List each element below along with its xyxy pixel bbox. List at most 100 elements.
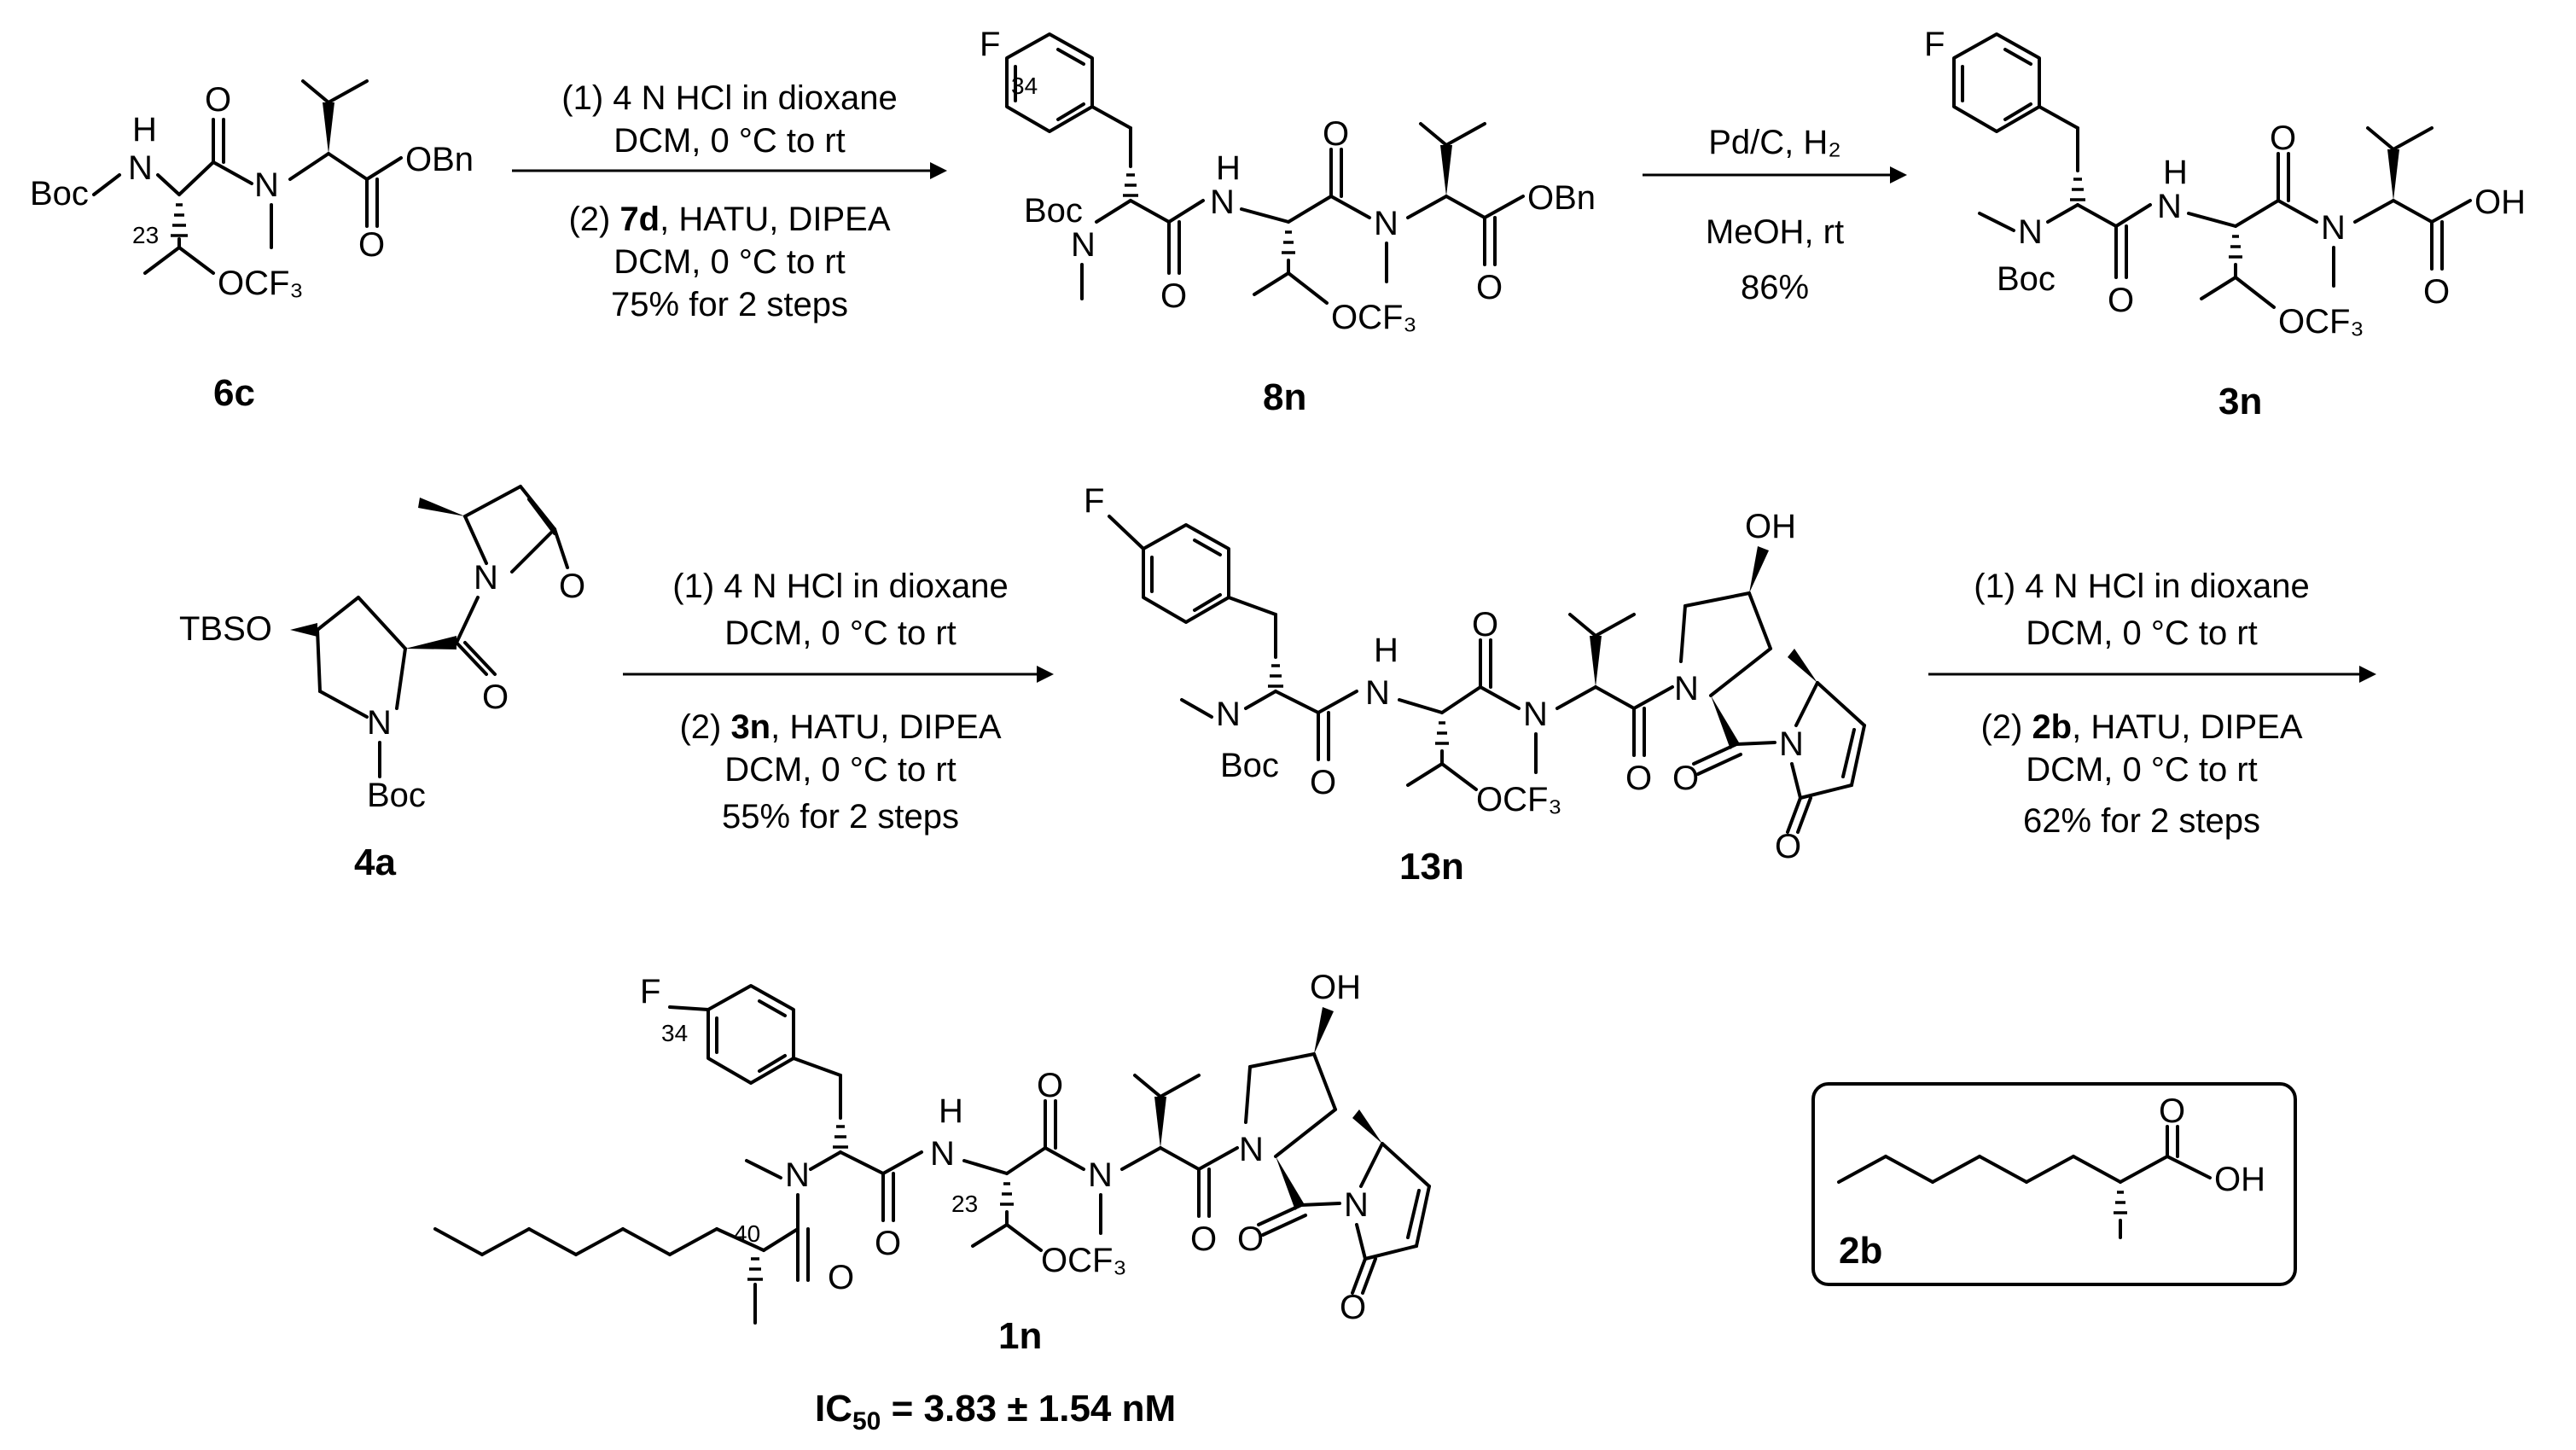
atom-oh-3n: OH	[2474, 183, 2526, 221]
reaction-arrow-2: Pd/C, H₂ MeOH, rt 86%	[1643, 124, 1907, 306]
atom-o-6c-2: O	[358, 226, 385, 264]
arrow-4-above-2: DCM, 0 °C to rt	[2026, 614, 2258, 652]
number-23-6c: 23	[132, 222, 159, 248]
atom-f-8n: F	[980, 26, 1000, 63]
structure-6c: Boc N H O N O OBn 23 OCF₃ 6c	[30, 79, 474, 414]
atom-n-13n-4: N	[1779, 725, 1804, 763]
atom-boc-13n: Boc	[1220, 747, 1279, 784]
arrow-3-above-2: DCM, 0 °C to rt	[724, 614, 957, 652]
atom-tbso-4a: TBSO	[179, 610, 272, 648]
atom-o-13n-1: O	[1310, 764, 1336, 801]
label-8n: 8n	[1263, 376, 1306, 418]
hash-8n-1	[1123, 173, 1138, 197]
atom-boc-4a: Boc	[367, 777, 426, 814]
ic50-value: IC50 = 3.83 ± 1.54 nM	[815, 1388, 1176, 1435]
arrow-4-below-2: DCM, 0 °C to rt	[2026, 751, 2258, 789]
atom-h-13n: H	[1374, 632, 1398, 669]
atom-h-1n: H	[939, 1092, 963, 1130]
atom-o-13n-2: O	[1472, 606, 1498, 643]
atom-n-13n-3: N	[1674, 670, 1699, 708]
atom-n-8n-2: N	[1374, 205, 1398, 242]
atom-boc-8n: Boc	[1024, 192, 1083, 230]
atom-oh-1n: OH	[1310, 969, 1361, 1006]
atom-nh-8n: N	[1210, 183, 1235, 221]
structure-2b-box: O OH 2b	[1811, 1082, 2297, 1286]
atom-o-3n-1: O	[2108, 282, 2134, 319]
atom-o-2b: O	[2159, 1092, 2185, 1130]
atom-o-13n-3: O	[1625, 760, 1652, 797]
arrow-2-below-1: MeOH, rt	[1706, 213, 1844, 251]
label-4a: 4a	[354, 841, 396, 883]
number-34-1n: 34	[661, 1020, 688, 1046]
number-23-1n: 23	[951, 1191, 978, 1217]
atom-h: H	[132, 111, 157, 148]
atom-obn-6c: OBn	[405, 141, 474, 178]
reaction-arrow-4: (1) 4 N HCl in dioxane DCM, 0 °C to rt (…	[1928, 568, 2376, 840]
atom-n-1n-1: N	[785, 1156, 810, 1194]
label-6c: 6c	[213, 372, 255, 414]
atom-n-6c: N	[254, 166, 279, 204]
arrow-1-below-2: DCM, 0 °C to rt	[613, 243, 846, 281]
arrow-3-below-2: DCM, 0 °C to rt	[724, 751, 957, 789]
atom-nh-13n: N	[1365, 674, 1390, 712]
atom-o-1n-1: O	[875, 1225, 901, 1262]
atom-boc-3n: Boc	[1997, 260, 2056, 298]
hash-1n-2	[1000, 1182, 1014, 1206]
atom-o-3n-2: O	[2270, 119, 2296, 157]
atom-o-3n-3: O	[2423, 273, 2450, 311]
atom-nh: N	[128, 149, 153, 187]
atom-o-4a-2: O	[559, 568, 585, 605]
reaction-arrow-3: (1) 4 N HCl in dioxane DCM, 0 °C to rt (…	[623, 568, 1054, 836]
arrow-1-above-1: (1) 4 N HCl in dioxane	[561, 79, 898, 117]
atom-n-3n-2: N	[2321, 209, 2346, 247]
arrow-2-above-1: Pd/C, H₂	[1708, 124, 1841, 161]
atom-n-1n-3: N	[1239, 1131, 1264, 1168]
hash-3n-2	[2229, 235, 2242, 259]
atom-n-4a: N	[367, 704, 392, 742]
atom-nh-3n: N	[2157, 188, 2182, 225]
atom-o-8n-2: O	[1323, 115, 1349, 153]
atom-h-3n: H	[2163, 154, 2188, 191]
arrow-3-above-1: (1) 4 N HCl in dioxane	[672, 568, 1009, 605]
atom-n-1n-2: N	[1088, 1156, 1113, 1194]
arrow-2-below-2: 86%	[1741, 269, 1809, 306]
label-13n: 13n	[1399, 846, 1464, 888]
structure-8n: F 34 Boc N O N H O N O	[980, 26, 1596, 418]
atom-h-8n: H	[1216, 149, 1241, 187]
atom-o-4a-1: O	[482, 678, 509, 716]
atom-o-1n-5: O	[1340, 1289, 1366, 1326]
hash-3n-1	[2070, 178, 2085, 201]
atom-o-1n-0: O	[828, 1259, 854, 1296]
atom-nh-1n: N	[930, 1135, 955, 1173]
label-2b: 2b	[1839, 1230, 1882, 1272]
hash-6c	[171, 203, 188, 237]
atom-oh-13n: OH	[1745, 508, 1796, 545]
number-34-8n: 34	[1011, 73, 1038, 99]
arrow-3-below-3: 55% for 2 steps	[722, 798, 959, 836]
atom-o-8n-3: O	[1476, 269, 1503, 306]
structure-1n: F 34 N O 40 O	[433, 969, 1431, 1435]
atom-ocf3-8n: OCF₃	[1331, 299, 1417, 336]
atom-ocf3-13n: OCF₃	[1476, 781, 1562, 818]
atom-o-1n-2: O	[1037, 1067, 1063, 1104]
arrow-1-below-3: 75% for 2 steps	[611, 286, 848, 323]
arrow-4-below-3: 62% for 2 steps	[2023, 802, 2260, 840]
hash-8n-2	[1282, 230, 1295, 254]
arrow-3-below-1: (2) 3n, HATU, DIPEA	[679, 708, 1001, 746]
atom-oh-2b: OH	[2214, 1161, 2265, 1198]
atom-ocf3-6c: OCF₃	[218, 265, 304, 302]
atom-n-1n-4: N	[1344, 1186, 1369, 1224]
hash-1n-0	[747, 1257, 763, 1281]
box-2b	[1811, 1082, 2297, 1286]
atom-o-6c-1: O	[205, 81, 231, 119]
atom-n-8n-1: N	[1071, 226, 1096, 264]
atom-n-3n-1: N	[2018, 213, 2043, 251]
reaction-arrow-1: (1) 4 N HCl in dioxane DCM, 0 °C to rt (…	[512, 79, 947, 323]
structure-3n: F N Boc O N H O N O OH	[1924, 26, 2526, 422]
atom-n-13n-2: N	[1523, 696, 1548, 733]
arrow-4-above-1: (1) 4 N HCl in dioxane	[1974, 568, 2310, 605]
hash-1n-1	[833, 1125, 848, 1149]
atom-o-13n-4: O	[1672, 760, 1699, 797]
arrow-1-below-1: (2) 7d, HATU, DIPEA	[568, 201, 890, 238]
